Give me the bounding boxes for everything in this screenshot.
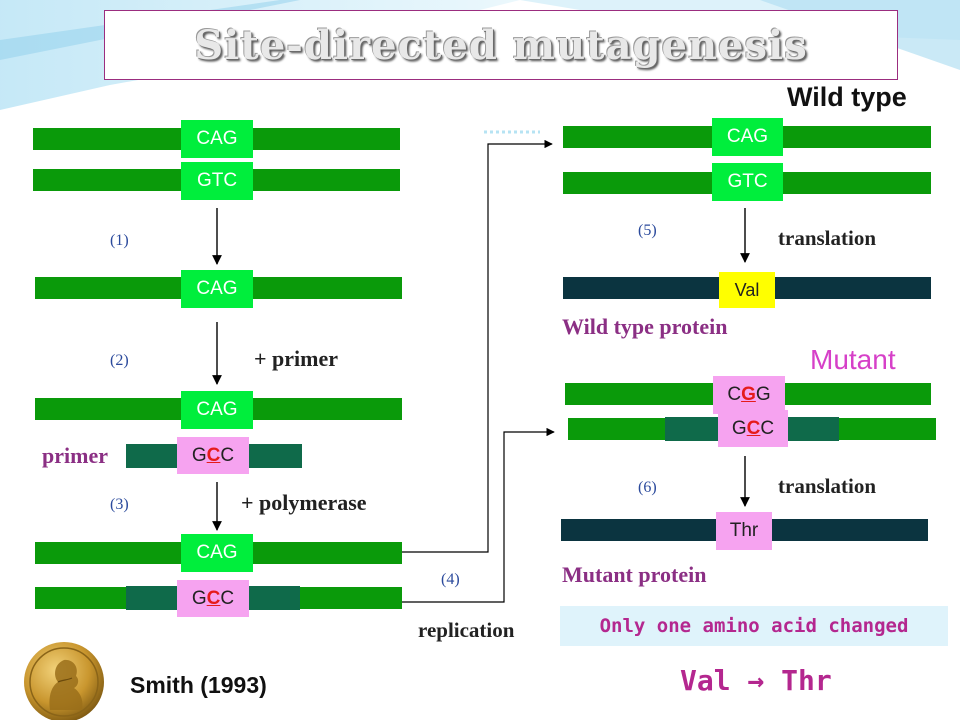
mutant-translation-label: translation: [778, 474, 877, 498]
mutant-heading: Mutant: [810, 344, 896, 375]
connector-arrow-icon: [402, 139, 553, 553]
codon-letter: G: [731, 417, 747, 439]
primer-label: primer: [42, 443, 108, 468]
mutated-base: C: [206, 444, 221, 466]
wild-codon-cag: CAG: [712, 118, 783, 156]
step-1-label: (1): [110, 232, 129, 249]
plus-primer-label: + primer: [254, 346, 339, 371]
codon-cag-3: CAG: [181, 391, 253, 429]
nobel-medal-icon: [24, 642, 104, 720]
mutated-base: C: [746, 417, 761, 439]
connector-arrow-icon: [402, 427, 555, 603]
amino-acid-val: Val: [719, 272, 775, 308]
note-text: Only one amino acid changed: [599, 615, 909, 637]
amino-acid-change: Val → Thr: [680, 664, 832, 697]
citation-label: Smith (1993): [130, 672, 267, 698]
wild-codon-gtc: GTC: [712, 163, 783, 201]
wild-translation-label: translation: [778, 226, 877, 250]
mutated-base: G: [741, 384, 756, 405]
title-box: Site-directed mutagenesis: [104, 10, 898, 80]
codon-letter: C: [727, 384, 742, 405]
mutated-base: C: [206, 587, 221, 609]
codon-letter: G: [755, 384, 771, 405]
wild-type-heading: Wild type: [787, 82, 907, 112]
wild-protein-label: Wild type protein: [562, 314, 728, 339]
codon-cag-1: CAG: [181, 120, 253, 158]
step-6-label: (6): [638, 479, 657, 496]
codon-letter: G: [191, 587, 207, 609]
step-2-label: (2): [110, 352, 129, 369]
page-title: Site-directed mutagenesis: [194, 21, 808, 69]
codon-letter: C: [760, 417, 775, 439]
plus-polymerase-label: + polymerase: [241, 490, 367, 515]
replication-label: replication: [418, 618, 515, 642]
step-3-label: (3): [110, 496, 129, 513]
codon-letter: C: [220, 587, 235, 609]
note-box: Only one amino acid changed: [560, 606, 948, 646]
codon-cag-4: CAG: [181, 534, 253, 572]
amino-acid-thr: Thr: [716, 512, 772, 550]
codon-letter: C: [220, 444, 235, 466]
codon-letter: G: [191, 444, 207, 466]
mutant-protein-label: Mutant protein: [562, 562, 707, 587]
codon-gtc-1: GTC: [181, 162, 253, 200]
codon-cag-2: CAG: [181, 270, 253, 308]
step-4-label: (4): [441, 571, 460, 588]
step-5-label: (5): [638, 222, 657, 239]
